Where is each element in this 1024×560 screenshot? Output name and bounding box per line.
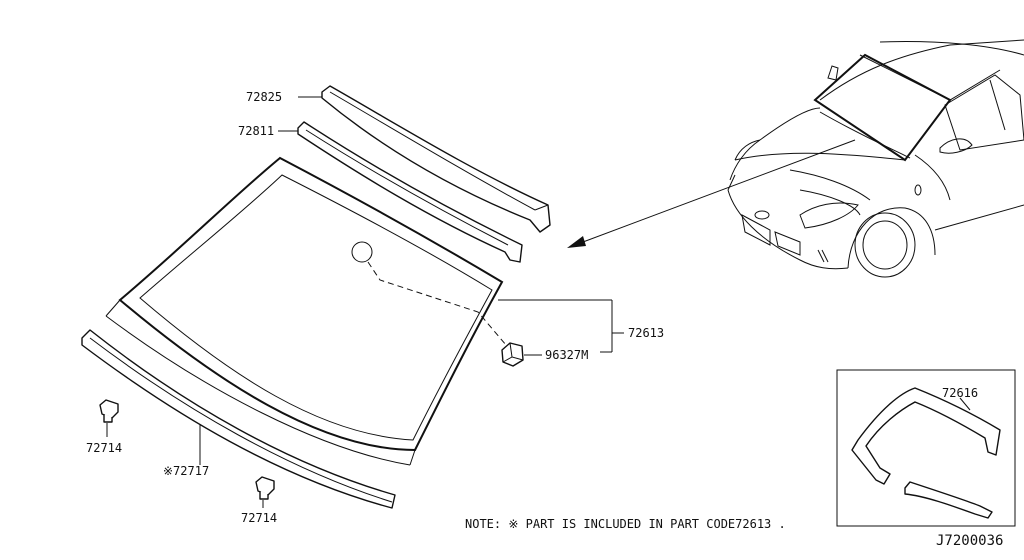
- label-72616: 72616: [942, 386, 978, 400]
- label-72811: 72811: [238, 124, 274, 138]
- part-72811-spacer: [297, 121, 523, 263]
- label-72613: 72613: [628, 326, 664, 340]
- label-96327m: 96327M: [545, 348, 588, 362]
- part-72825-moulding: [321, 85, 551, 233]
- car-illustration: [727, 39, 1024, 278]
- leader-72616: [959, 397, 971, 411]
- label-72825: 72825: [246, 90, 282, 104]
- inset-box-72616: [836, 369, 1016, 527]
- label-72717: ※72717: [163, 464, 209, 478]
- part-72714-clip-bottom: [255, 476, 275, 500]
- part-72717-lower-moulding: [81, 329, 396, 509]
- diagram-code: J7200036: [936, 533, 1003, 549]
- pointer-arrow-line: [574, 139, 856, 246]
- part-72714-clip-left: [99, 399, 119, 423]
- part-72616-seal: [851, 387, 1001, 519]
- label-72714-left: 72714: [86, 441, 122, 455]
- sensor-spot: [351, 241, 373, 263]
- part-96327m-mirror-base: [501, 342, 524, 367]
- label-72714-bottom: 72714: [241, 511, 277, 525]
- pointer-arrowhead: [567, 236, 586, 248]
- windshield-glass-72613: [105, 156, 507, 466]
- footnote: NOTE: ※ PART IS INCLUDED IN PART CODE726…: [465, 517, 786, 531]
